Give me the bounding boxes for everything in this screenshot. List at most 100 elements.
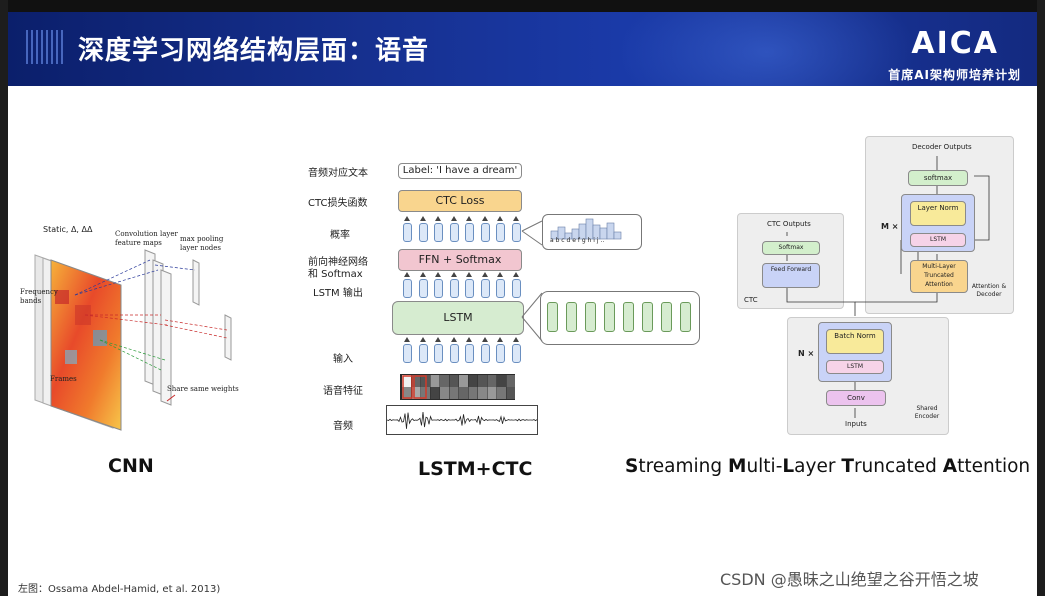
arrow-up-icon [512, 337, 519, 342]
row-label-ffn: 前向神经网络 [308, 257, 368, 268]
lstm-cell [661, 302, 672, 332]
arrow-up-icon [466, 272, 472, 277]
vector-cell [511, 223, 521, 242]
arrow-up-icon [404, 272, 410, 277]
n-times-label: N × [798, 349, 815, 358]
vector-cell [449, 223, 459, 242]
ctc-label: CTC [744, 296, 758, 304]
feed-forward-box: Feed Forward [762, 263, 820, 288]
vector-cell [449, 279, 459, 298]
vector-cell [465, 344, 474, 363]
arrow-up-icon [481, 272, 488, 277]
feature-cell [487, 387, 497, 399]
feature-cell [411, 387, 421, 399]
vector-cell [496, 279, 505, 298]
arrow-up-icon [481, 337, 488, 342]
feature-cell [468, 375, 478, 387]
feature-cell [459, 387, 468, 399]
lstm-ctc-caption: LSTM+CTC [418, 458, 533, 480]
cnn-label-share: Share same weights [167, 385, 239, 393]
feature-cell [497, 387, 506, 399]
cnn-label-pool: max pooling layer nodes [180, 235, 224, 252]
arrow-up-icon [512, 272, 519, 277]
arrow-up-icon [481, 216, 488, 221]
right-edge [1037, 0, 1045, 596]
vector-cell [403, 344, 412, 363]
decoder-outputs-label: Decoder Outputs [912, 143, 972, 151]
attention-decoder-label: Attention & Decoder [971, 283, 1007, 298]
lstm-box: LSTM [392, 301, 524, 335]
arrow-up-icon [466, 337, 472, 342]
audio-waveform [386, 405, 538, 435]
vector-cell [496, 223, 505, 242]
cnn-label-freq: Frequency bands [20, 288, 58, 305]
lstm-cell [623, 302, 634, 332]
vector-cell [480, 279, 490, 298]
csdn-watermark: CSDN @愚昧之山绝望之谷开悟之坡 [720, 570, 979, 589]
arrow-up-icon [466, 216, 472, 221]
vector-cell [480, 344, 490, 363]
feature-cell [411, 375, 421, 387]
lstm-cell [680, 302, 691, 332]
encoder-lstm-box: LSTM [826, 360, 884, 374]
arrow-up-icon [450, 272, 457, 277]
ctc-softmax-box: Softmax [762, 241, 820, 255]
m-times-label: M × [881, 222, 899, 231]
feature-cell [449, 375, 459, 387]
row-label-text: 音频对应文本 [308, 168, 368, 179]
cnn-diagram [34, 249, 232, 431]
citation-footer: 左图：Ossama Abdel-Hamid, et al. 2013) [18, 584, 221, 595]
arrow-up-icon [435, 216, 441, 221]
row-label-audio: 音频 [333, 421, 353, 432]
probability-histogram: a b c d e f g h i j .. [542, 214, 642, 250]
mlta-box: Multi-Layer Truncated Attention [910, 260, 968, 293]
feature-cell [478, 387, 487, 399]
cnn-caption: CNN [108, 455, 154, 477]
ctc-loss-box: CTC Loss [398, 190, 522, 212]
vector-cell [418, 223, 428, 242]
cnn-label-conv: Convolution layer feature maps [115, 230, 178, 247]
slide-header: 深度学习网络结构层面：语音 AICA 首席AI架构师培养计划 [8, 12, 1037, 86]
row-label-ctc-loss: CTC损失函数 [308, 198, 368, 209]
feature-cell [478, 375, 487, 387]
top-bar [0, 0, 1045, 12]
vector-cell [434, 223, 443, 242]
conv-box: Conv [826, 390, 886, 406]
batch-norm-box: Batch Norm [826, 329, 884, 354]
vector-cell [418, 344, 428, 363]
vector-cell [434, 279, 443, 298]
feature-cell [449, 387, 459, 399]
callout-connectors [521, 220, 543, 342]
vector-cell [511, 344, 521, 363]
ffn-softmax-box: FFN + Softmax [398, 249, 522, 271]
row-label-lstm-out: LSTM 输出 [313, 288, 363, 299]
arrow-up-icon [450, 216, 457, 221]
lstm-cell [642, 302, 653, 332]
cnn-figure: Static, Δ, ΔΔ Convolution layer feature … [15, 210, 245, 440]
feature-cell [430, 387, 440, 399]
feature-cell [402, 375, 411, 387]
feature-cell [430, 375, 440, 387]
arrow-up-icon [419, 272, 426, 277]
arrow-up-icon [419, 337, 426, 342]
ctc-panel [737, 213, 844, 309]
row-label-ffn2: 和 Softmax [308, 269, 363, 280]
header-stripes-decoration [26, 30, 66, 64]
aica-logo: AICA [911, 26, 999, 61]
lstm-cell [566, 302, 577, 332]
decoder-softmax-box: softmax [908, 170, 968, 186]
row-label-prob: 概率 [330, 230, 350, 241]
vector-cell [465, 223, 474, 242]
arrow-up-icon [450, 337, 457, 342]
vector-cell [496, 344, 505, 363]
arrow-up-icon [435, 272, 441, 277]
feature-cell [468, 387, 478, 399]
vector-cell [403, 223, 412, 242]
feature-cell [506, 375, 515, 387]
arrow-up-icon [404, 337, 410, 342]
lstm-cell [585, 302, 596, 332]
arrow-up-icon [497, 272, 503, 277]
vector-cell [403, 279, 412, 298]
shared-encoder-label: Shared Encoder [914, 405, 940, 420]
histogram-letters: a b c d e f g h i j .. [550, 237, 605, 244]
